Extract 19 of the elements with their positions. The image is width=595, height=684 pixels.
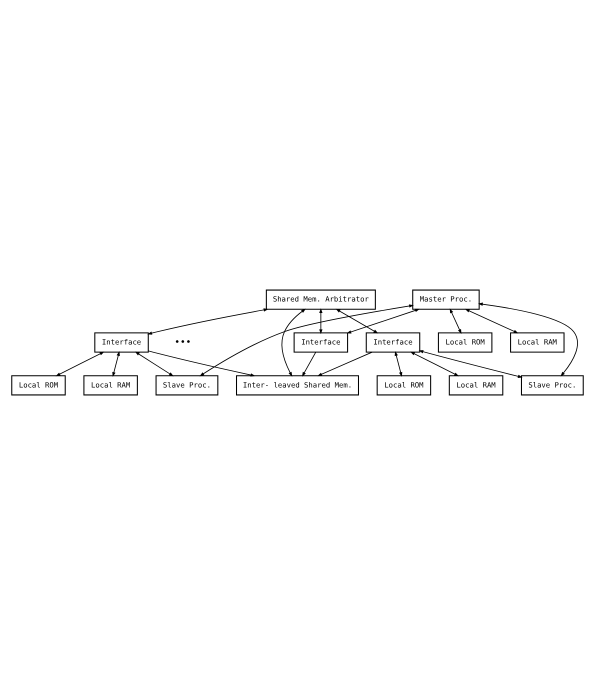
arrow bbox=[319, 308, 323, 334]
arrow bbox=[148, 350, 256, 376]
arrow bbox=[450, 308, 462, 334]
arrow bbox=[317, 351, 372, 376]
arrow bbox=[394, 350, 402, 376]
arrow bbox=[112, 350, 120, 376]
label: ••• bbox=[174, 336, 192, 348]
arrow bbox=[346, 308, 420, 333]
arrow bbox=[478, 302, 578, 376]
arrow bbox=[134, 351, 174, 376]
arrow bbox=[147, 308, 268, 334]
arrow bbox=[410, 351, 459, 376]
arrow bbox=[336, 308, 378, 333]
arrow bbox=[464, 308, 518, 333]
arrow bbox=[418, 350, 523, 378]
arrow bbox=[199, 304, 414, 376]
arrow bbox=[56, 351, 104, 376]
arrow bbox=[302, 351, 316, 376]
arrow bbox=[282, 308, 306, 376]
